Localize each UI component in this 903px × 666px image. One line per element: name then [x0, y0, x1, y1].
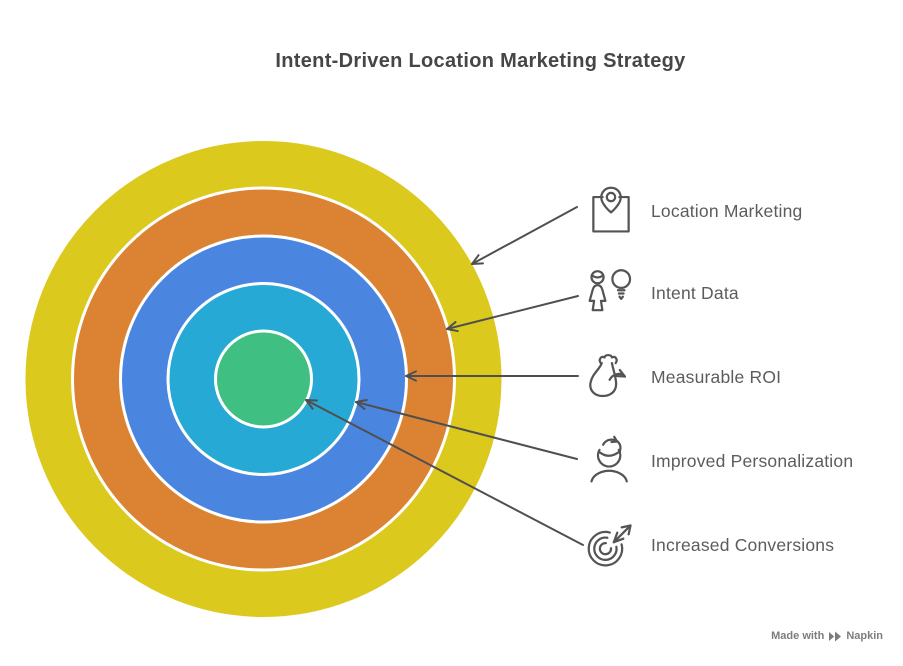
legend-label: Increased Conversions	[651, 534, 835, 555]
arrowhead-icon	[305, 399, 318, 410]
page-title: Intent-Driven Location Marketing Strateg…	[275, 50, 686, 72]
legend-item-improved-personalization: Improved Personalization	[585, 435, 853, 487]
connector-arrow-0	[471, 206, 578, 265]
arrowhead-icon	[405, 370, 417, 382]
arrowhead-icon	[471, 254, 484, 265]
legend-label: Intent Data	[651, 282, 739, 303]
ring-4	[214, 329, 313, 429]
legend-item-location-marketing: Location Marketing	[585, 185, 802, 237]
connector-arrow-4	[305, 399, 584, 546]
legend-label: Improved Personalization	[651, 450, 854, 471]
person-refresh-icon	[585, 435, 637, 487]
legend-item-intent-data: Intent Data	[585, 267, 739, 319]
connector-arrow-1	[446, 295, 579, 330]
napkin-logo-icon	[829, 631, 842, 641]
legend-item-measurable-roi: Measurable ROI	[585, 351, 781, 403]
arrowhead-icon	[355, 398, 368, 410]
map-location-pin-icon	[585, 185, 637, 237]
legend-item-increased-conversions: Increased Conversions	[585, 519, 834, 571]
connector-arrow-3	[355, 401, 578, 460]
watermark-made-with: Made with	[771, 630, 825, 642]
watermark-brand: Napkin	[846, 630, 883, 642]
person-lightbulb-icon	[585, 267, 637, 319]
arrowhead-icon	[446, 321, 459, 333]
legend-label: Measurable ROI	[651, 366, 782, 387]
legend-label: Location Marketing	[651, 200, 803, 221]
money-bag-arrow-icon	[585, 351, 637, 403]
target-arrow-icon	[585, 519, 637, 571]
watermark: Made with Napkin	[771, 630, 883, 642]
